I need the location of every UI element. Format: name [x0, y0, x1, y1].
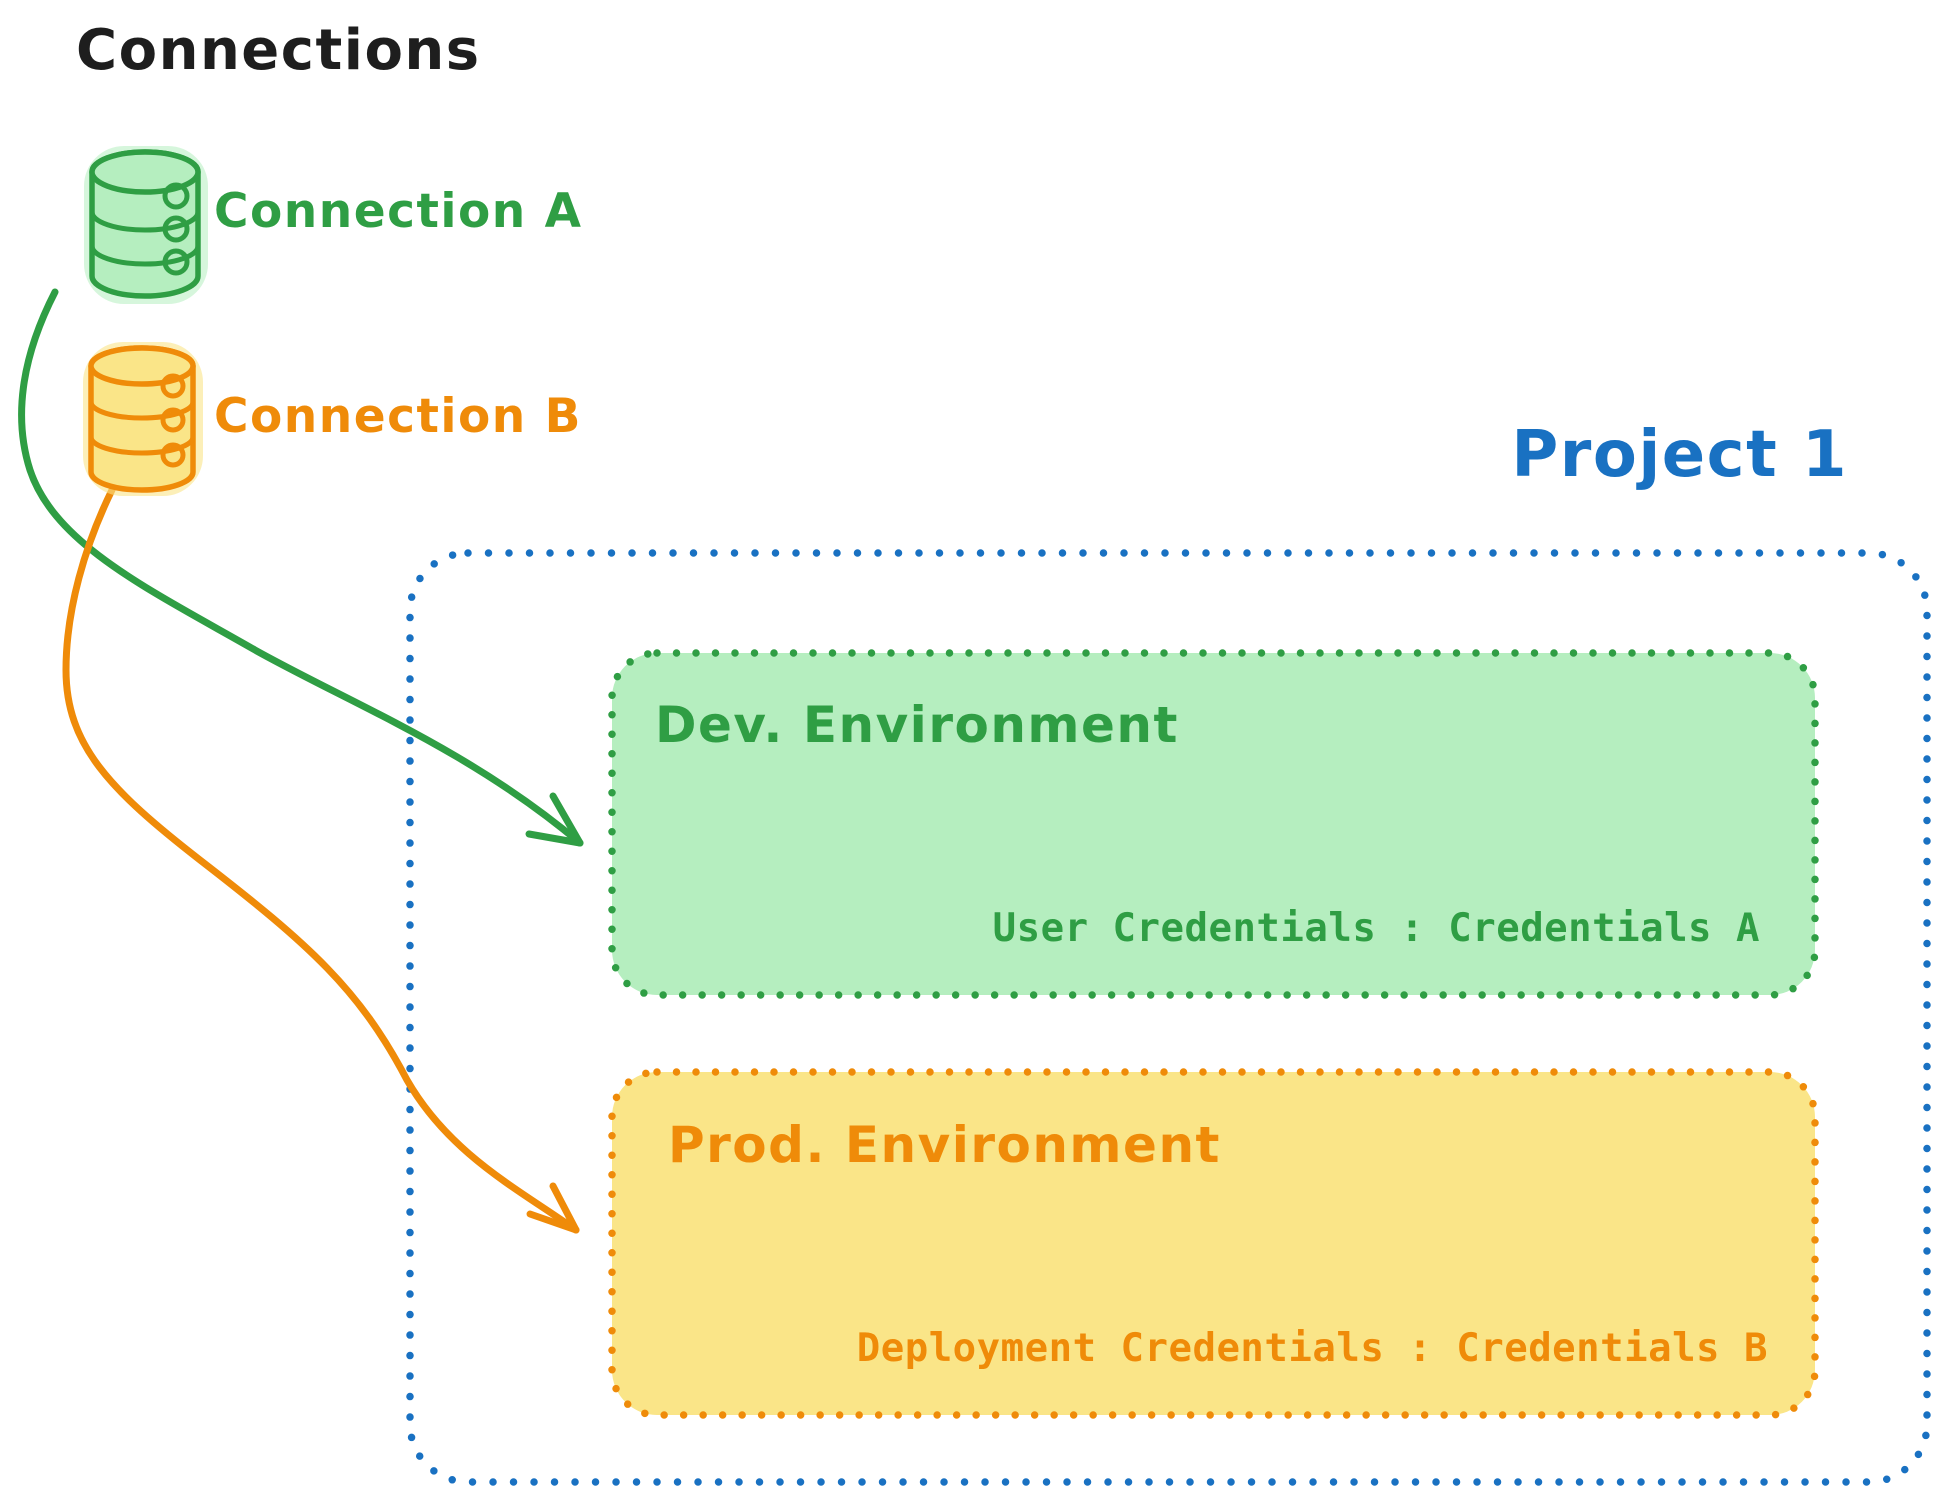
arrow-connection-b-to-prod — [62, 486, 580, 1234]
project-title: Project 1 — [1511, 418, 1848, 492]
prod-environment-box[interactable] — [608, 1068, 1819, 1419]
project-box[interactable] — [406, 549, 1931, 1486]
canvas-title: Connections — [76, 18, 481, 83]
connection-a-label[interactable]: Connection A — [214, 184, 583, 239]
database-icon[interactable] — [84, 146, 208, 304]
arrow-connection-a-to-dev — [18, 288, 584, 847]
database-icon[interactable] — [83, 342, 203, 496]
prod-environment-title: Prod. Environment — [668, 1116, 1221, 1174]
dev-environment-title: Dev. Environment — [655, 696, 1179, 754]
prod-environment-credentials: Deployment Credentials : Credentials B — [856, 1326, 1768, 1371]
dev-environment-box[interactable] — [608, 649, 1819, 999]
dev-environment-credentials: User Credentials : Credentials A — [992, 906, 1760, 951]
connection-b-label[interactable]: Connection B — [214, 389, 582, 444]
